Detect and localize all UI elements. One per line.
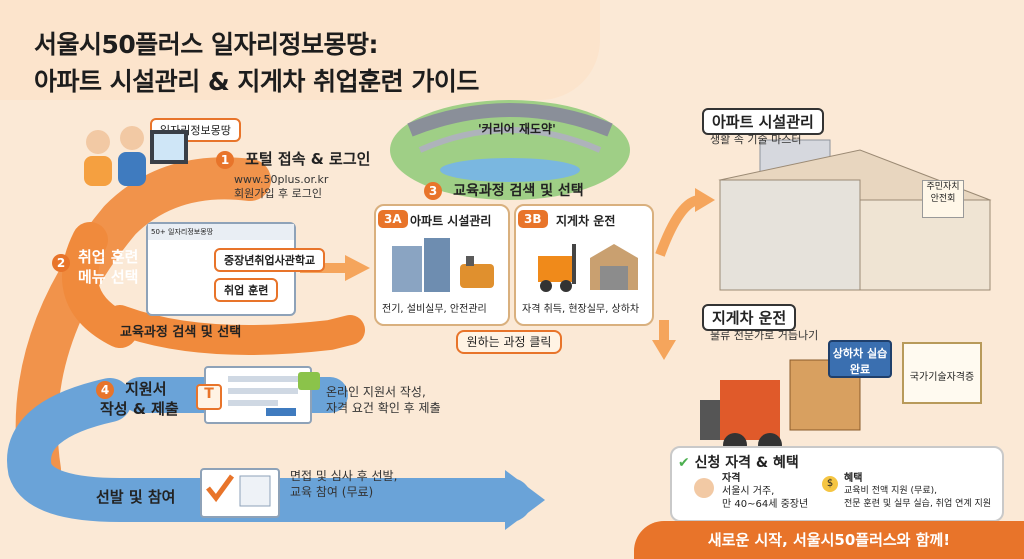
click-course-label: 원하는 과정 클릭 xyxy=(456,330,562,354)
check-circle-icon: ✔ xyxy=(678,455,690,471)
apartment-building-icon xyxy=(392,238,494,292)
step1-number: 1 xyxy=(216,150,234,169)
forklift-panel-subtitle: 물류 전문가로 거듭나기 xyxy=(710,329,819,342)
course-card-apartment[interactable]: 3A 아파트 시설관리 전기, 설비실무, 안전관리 xyxy=(374,204,510,326)
qualification-line-1: 서울시 거주, xyxy=(722,486,775,497)
text-input-icon: T xyxy=(196,384,222,410)
step1-url[interactable]: www.50plus.or.kr xyxy=(234,173,329,186)
step4-number: 4 xyxy=(96,380,114,399)
forklift-icon xyxy=(538,244,638,292)
apartment-panel-title: 아파트 시설관리 xyxy=(702,108,824,135)
step5-desc-line-1: 면접 및 심사 후 선발, xyxy=(290,469,398,483)
course-card-apartment-desc: 전기, 설비실무, 안전관리 xyxy=(382,304,487,315)
step2-title-line-1: 취업 훈련 xyxy=(78,248,139,266)
loading-practice-complete-sign: 상하차 실습 완료 xyxy=(828,340,892,378)
course-card-forklift-badge: 3B xyxy=(518,210,548,228)
national-certificate-text: 국가기술자격증 xyxy=(909,372,975,383)
step4-desc: 온라인 지원서 작성, 자격 요건 확인 후 제출 xyxy=(326,384,441,416)
step4-title-line-2: 작성 & 제출 xyxy=(100,400,179,418)
forklift-panel-title: 지게차 운전 xyxy=(702,304,797,331)
menu-item-job-training[interactable]: 취업 훈련 xyxy=(214,278,279,302)
benefit-block: 혜택 교육비 전액 지원 (무료), 전문 훈련 및 실무 실습, 취업 연계 … xyxy=(844,472,991,511)
seniors-at-computer-illustration xyxy=(70,120,190,190)
step4-desc-line-1: 온라인 지원서 작성, xyxy=(326,385,426,399)
step1-desc: 회원가입 후 로그인 xyxy=(234,187,322,200)
national-certificate: 국가기술자격증 xyxy=(902,342,982,404)
step3-title: 교육과정 검색 및 선택 xyxy=(453,183,584,199)
course-card-forklift[interactable]: 3B 지게차 운전 자격 취득, 현장실무, 상하차 xyxy=(514,204,654,326)
course-card-forklift-title: 지게차 운전 xyxy=(556,214,616,228)
senior-avatar-icon xyxy=(694,478,714,498)
step5-title: 선발 및 참여 xyxy=(96,488,176,506)
step2-header: 2 xyxy=(52,252,76,272)
bridge-label: '커리어 재도약' xyxy=(478,122,556,136)
step1-header: 1 포털 접속 & 로그인 xyxy=(216,148,370,169)
course-card-apartment-badge: 3A xyxy=(378,210,408,228)
title-line-2: 아파트 시설관리 & 지게차 취업훈련 가이드 xyxy=(34,67,479,96)
click-course-label-text: 원하는 과정 클릭 xyxy=(456,330,562,354)
benefits-box: ✔ 신청 자격 & 혜택 자격 서울시 거주, 만 40~64세 중장년 $ 혜… xyxy=(670,446,1004,522)
benefit-line-2: 전문 훈련 및 실무 실습, 취업 연계 지원 xyxy=(844,499,992,509)
step5-desc-line-2: 교육 참여 (무료) xyxy=(290,485,374,499)
step2-title-line-2: 메뉴 선택 xyxy=(78,268,139,286)
footer-banner: 새로운 시작, 서울시50플러스와 함께! xyxy=(634,521,1024,559)
step4-desc-line-2: 자격 요건 확인 후 제출 xyxy=(326,401,441,415)
title-line-1: 서울시50플러스 일자리정보몽땅: xyxy=(34,30,378,59)
application-form-screen xyxy=(204,366,312,424)
step3-header: 3 교육과정 검색 및 선택 xyxy=(424,180,584,200)
apartment-panel-subtitle: 생활 속 기술 마스터 xyxy=(710,133,802,146)
course-card-forklift-desc: 자격 취득, 현장실무, 상하차 xyxy=(522,304,640,315)
benefits-title: 신청 자격 & 혜택 xyxy=(694,455,799,471)
qualification-block: 자격 서울시 거주, 만 40~64세 중장년 xyxy=(722,472,808,511)
step5-desc: 면접 및 심사 후 선발, 교육 참여 (무료) xyxy=(290,468,397,500)
path-label-course-search: 교육과정 검색 및 선택 xyxy=(120,325,242,340)
mail-icon xyxy=(298,372,320,390)
benefit-title: 혜택 xyxy=(844,473,863,484)
calendar-check-icon xyxy=(200,468,280,518)
title-background xyxy=(0,0,600,100)
page-title: 서울시50플러스 일자리정보몽땅: 아파트 시설관리 & 지게차 취업훈련 가이… xyxy=(34,26,479,100)
step4-header: 4 지원서 xyxy=(96,378,167,399)
qualification-title: 자격 xyxy=(722,473,741,484)
step2-title: 취업 훈련 메뉴 선택 xyxy=(78,247,138,287)
step2-number: 2 xyxy=(52,253,70,272)
course-card-apartment-title: 아파트 시설관리 xyxy=(410,214,492,228)
resident-council-sign: 주민자치 안전회 xyxy=(922,180,964,218)
benefit-line-1: 교육비 전액 지원 (무료), xyxy=(844,486,937,496)
qualification-line-2: 만 40~64세 중장년 xyxy=(722,499,809,510)
step1-title: 포털 접속 & 로그인 xyxy=(245,150,371,168)
step3-number: 3 xyxy=(424,181,442,200)
money-coin-icon: $ xyxy=(822,476,838,492)
step4-title-line-1: 지원서 xyxy=(125,380,167,398)
portal-screen-header: 50+ 일자리정보몽땅 xyxy=(148,224,294,240)
benefits-header: ✔ 신청 자격 & 혜택 xyxy=(678,452,799,472)
menu-item-middle-aged-academy[interactable]: 중장년취업사관학교 xyxy=(214,248,326,272)
